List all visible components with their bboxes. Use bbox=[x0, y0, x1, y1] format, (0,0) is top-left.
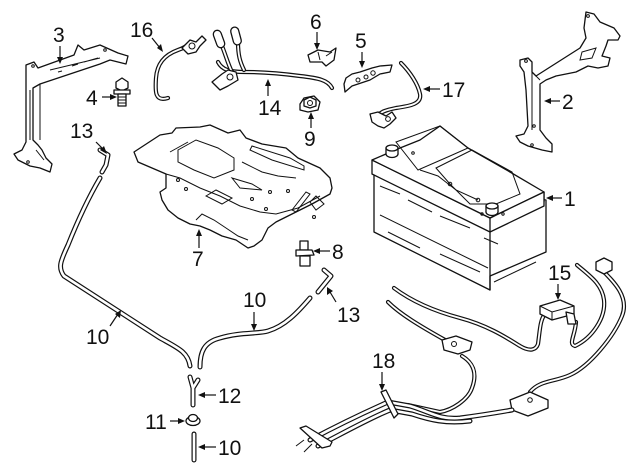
callout-12[interactable]: 12 bbox=[218, 385, 241, 408]
positive-cable[interactable] bbox=[211, 26, 335, 91]
battery-support-bracket-left[interactable] bbox=[13, 44, 129, 173]
battery-hold-down-bracket-right[interactable] bbox=[515, 11, 621, 153]
mounting-plate[interactable] bbox=[343, 64, 393, 93]
callout-16[interactable]: 16 bbox=[130, 19, 153, 42]
y-connector[interactable] bbox=[187, 374, 201, 408]
vent-hose-left[interactable] bbox=[58, 175, 193, 369]
callout-5[interactable]: 5 bbox=[355, 30, 367, 53]
negative-cable[interactable] bbox=[153, 35, 207, 101]
callout-9[interactable]: 9 bbox=[304, 128, 316, 151]
callout-8[interactable]: 8 bbox=[332, 241, 344, 264]
callout-11[interactable]: 11 bbox=[145, 411, 167, 434]
stud-pin[interactable] bbox=[295, 240, 315, 267]
nut[interactable] bbox=[299, 95, 321, 113]
ground-cable[interactable] bbox=[369, 60, 423, 129]
callout-2[interactable]: 2 bbox=[562, 91, 574, 114]
callout-10-left[interactable]: 10 bbox=[86, 326, 109, 349]
leader-lines bbox=[57, 32, 562, 450]
callout-4[interactable]: 4 bbox=[86, 87, 98, 110]
callout-15[interactable]: 15 bbox=[548, 262, 571, 285]
callout-3[interactable]: 3 bbox=[53, 24, 65, 47]
callout-17[interactable]: 17 bbox=[442, 79, 465, 102]
battery[interactable] bbox=[371, 125, 547, 291]
vent-hose-right[interactable] bbox=[197, 295, 313, 370]
callout-13-upper[interactable]: 13 bbox=[70, 120, 93, 143]
callout-18[interactable]: 18 bbox=[372, 350, 395, 373]
grommet[interactable] bbox=[185, 413, 201, 427]
callout-labels: 1 2 3 4 5 6 7 8 9 10 10 10 11 12 13 13 1… bbox=[53, 11, 576, 460]
elbow-hose-upper[interactable] bbox=[97, 147, 111, 175]
callout-6[interactable]: 6 bbox=[310, 11, 322, 34]
main-harness[interactable] bbox=[295, 257, 626, 453]
callout-1[interactable]: 1 bbox=[564, 188, 576, 211]
clip-bracket[interactable] bbox=[307, 47, 337, 67]
callout-14[interactable]: 14 bbox=[258, 97, 282, 120]
callout-10-right[interactable]: 10 bbox=[243, 289, 266, 312]
callout-10-short[interactable]: 10 bbox=[218, 437, 241, 460]
callout-13-lower[interactable]: 13 bbox=[337, 304, 360, 327]
elbow-hose-lower[interactable] bbox=[315, 267, 334, 295]
bolt[interactable] bbox=[113, 77, 131, 107]
callout-7[interactable]: 7 bbox=[192, 248, 204, 271]
cable-harness-connector[interactable] bbox=[391, 262, 607, 352]
battery-tray[interactable] bbox=[133, 124, 333, 249]
